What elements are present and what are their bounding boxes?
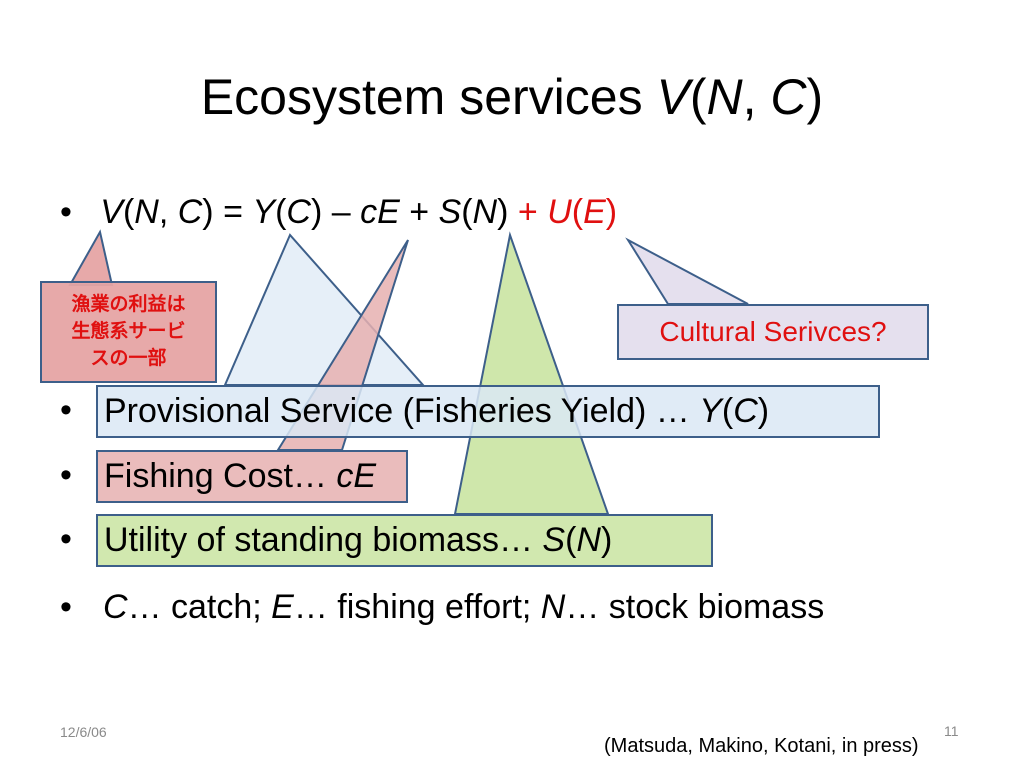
provisional-paren: (: [721, 392, 734, 430]
japanese-callout: 漁業の利益は 生態系サービ スの一部: [40, 281, 217, 383]
formula-comma: ,: [158, 193, 178, 231]
formula-y: Y: [252, 193, 276, 231]
provisional-y: Y: [699, 392, 722, 430]
slide-date: 12/6/06: [60, 724, 107, 740]
provisional-triangle: [223, 233, 426, 386]
utility-s: S: [542, 521, 566, 559]
title-c: C: [770, 69, 807, 125]
formula-paren: (: [122, 193, 135, 231]
cost-ce: cE: [336, 457, 377, 495]
title-close: ): [806, 69, 824, 125]
title-open: (: [689, 69, 707, 125]
defs-c: C: [103, 588, 128, 626]
utility-paren: (: [565, 521, 577, 559]
cultural-callout-pointer: [625, 237, 749, 305]
definitions-bullet: C… catch; E… fishing effort; N… stock bi…: [103, 582, 824, 632]
utility-triangle: [453, 231, 610, 515]
fishing-cost-box: Fishing Cost… cE: [96, 450, 408, 503]
formula-paren-red: (: [571, 193, 584, 231]
formula-paren: ): [497, 193, 518, 231]
defs-e: E: [271, 588, 294, 626]
formula-paren: (: [275, 193, 287, 231]
formula-c: C: [286, 193, 311, 231]
cultural-callout: Cultural Serivces?: [617, 304, 929, 360]
title-comma: ,: [742, 69, 771, 125]
formula-paren: (: [461, 193, 473, 231]
bullet-dot: •: [60, 520, 72, 558]
japanese-callout-pointer: [68, 229, 114, 286]
defs-e-text: … fishing effort;: [293, 588, 541, 626]
formula-plus-red: +: [517, 193, 548, 231]
bullet-dot: •: [60, 456, 72, 494]
bullet-dot: •: [60, 588, 72, 626]
japanese-callout-line: 漁業の利益は: [71, 293, 186, 315]
utility-text: Utility of standing biomass…: [104, 521, 543, 559]
formula-equals: ) =: [202, 193, 253, 231]
provisional-service-box: Provisional Service (Fisheries Yield) … …: [96, 385, 880, 438]
defs-n-text: … stock biomass: [565, 588, 825, 626]
formula-bullet: • V(N, C) = Y(C) – cE + S(N) + U(E): [60, 187, 617, 237]
provisional-text: Provisional Service (Fisheries Yield) …: [104, 392, 700, 430]
title-text: Ecosystem services: [200, 69, 657, 125]
title-v: V: [656, 69, 690, 125]
formula-minus: ) –: [310, 193, 361, 231]
provisional-c: C: [733, 392, 758, 430]
cost-text: Fishing Cost…: [104, 457, 337, 495]
citation: (Matsuda, Makino, Kotani, in press): [604, 735, 919, 757]
formula-paren-red: ): [605, 193, 618, 231]
japanese-callout-line: 生態系サービ: [71, 320, 186, 342]
utility-n: N: [576, 521, 601, 559]
formula-s: S: [438, 193, 462, 231]
formula-n: N: [134, 193, 159, 231]
bullet-dot: •: [60, 193, 72, 231]
formula-n: N: [472, 193, 498, 231]
slide-title: Ecosystem services V(N, C): [0, 62, 1024, 132]
formula-e: E: [583, 193, 606, 231]
formula-u: U: [547, 193, 572, 231]
formula-plus: +: [399, 193, 439, 231]
provisional-paren: ): [757, 392, 770, 430]
title-n: N: [706, 69, 743, 125]
defs-n: N: [540, 588, 566, 626]
defs-c-text: … catch;: [127, 588, 272, 626]
formula-c: C: [177, 193, 203, 231]
japanese-callout-line: スの一部: [90, 347, 167, 369]
formula-v: V: [100, 193, 123, 231]
formula-ce: cE: [360, 193, 400, 231]
utility-biomass-box: Utility of standing biomass… S(N): [96, 514, 713, 567]
bullet-dot: •: [60, 391, 72, 429]
utility-paren: ): [600, 521, 613, 559]
slide-number: 11: [944, 723, 959, 739]
